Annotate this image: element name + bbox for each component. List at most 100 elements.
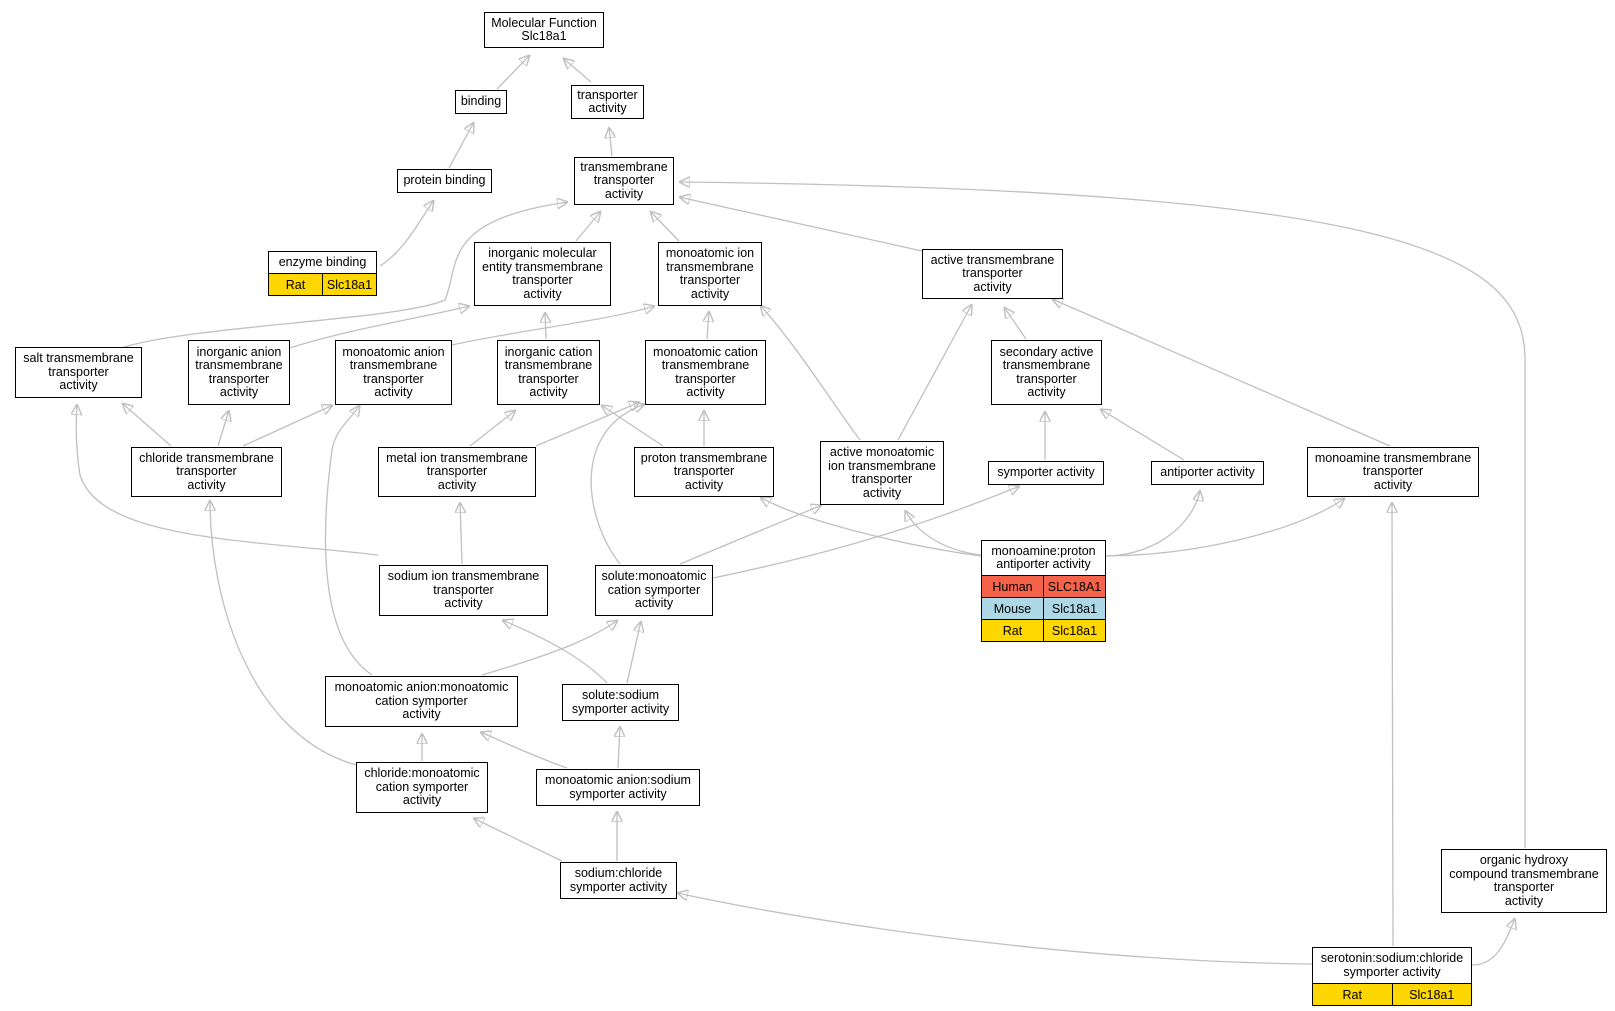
node-symporter[interactable]: symporter activity [988,461,1104,485]
node-salt-transmembrane[interactable]: salt transmembrane transporter activity [15,347,142,398]
edge-anion-sodium-to-solute-sodium [618,726,620,769]
edge-monoamine-transmembrane-to-active-transmembrane [1052,299,1391,447]
node-metal-ion[interactable]: metal ion transmembrane transporter acti… [378,447,536,497]
node-monoatomic-cation[interactable]: monoatomic cation transmembrane transpor… [645,340,766,405]
edge-serotonin-to-organic-hydroxy [1471,918,1515,966]
species-row: Rat Slc18a1 [982,619,1105,641]
node-label: protein binding [403,173,486,188]
edge-chloride-cation-to-chloride-transmembrane [210,500,357,766]
edge-inorganic-anion-to-inorganic-molecular [289,306,470,349]
species-row: Rat Slc18a1 [1313,983,1471,1005]
node-label: serotonin:sodium:chloride symporter acti… [1320,951,1464,979]
species-cell: Rat [982,620,1043,641]
node-chloride-transmembrane[interactable]: chloride transmembrane transporter activ… [131,447,282,497]
edge-sodium-ion-to-metal-ion [460,502,462,565]
species-row: Mouse Slc18a1 [982,597,1105,619]
node-label: proton transmembrane transporter activit… [640,450,768,492]
edge-monoatomic-cation-to-monoatomic-ion [707,311,709,340]
edge-monoamine-proton-to-monoamine-transmembrane [1105,498,1345,557]
edge-antiporter-to-secondary-active [1100,409,1185,461]
gene-cell: SLC18A1 [1043,576,1105,597]
edge-monoatomic-ion-to-transmembrane [650,211,680,242]
node-label: monoatomic anion transmembrane transport… [342,344,445,399]
species-cell: Rat [1313,984,1392,1005]
node-sodium-chloride[interactable]: sodium:chloride symporter activity [560,862,677,899]
edge-transmembrane-to-transporter-activity [609,127,612,157]
node-label: monoamine transmembrane transporter acti… [1314,450,1472,492]
node-root[interactable]: Molecular Function Slc18a1 [484,12,604,48]
edge-enzyme-binding-to-protein-binding [379,200,434,267]
edge-monoamine-proton-to-proton [760,497,982,557]
species-cell: Human [982,576,1043,597]
edge-serotonin-to-sodium-chloride [677,893,1313,965]
node-active-monoatomic-ion[interactable]: active monoatomic ion transmembrane tran… [820,441,944,505]
node-label: sodium ion transmembrane transporter act… [387,569,540,611]
edge-solute-sodium-to-solute-monoatomic-cation [626,621,641,684]
node-label: chloride:monoatomic cation symporter act… [364,766,480,808]
node-transporter-activity[interactable]: transporter activity [571,85,644,119]
node-monoatomic-anion-cation[interactable]: monoatomic anion:monoatomic cation sympo… [325,676,518,727]
edge-metal-ion-to-inorganic-cation [469,410,516,447]
node-monoatomic-ion[interactable]: monoatomic ion transmembrane transporter… [658,242,762,306]
edge-anion-cation-to-monoatomic-anion [324,405,373,676]
edge-monoatomic-anion-to-monoatomic-ion [451,306,655,346]
gene-cell: Slc18a1 [1043,598,1105,619]
node-label: active monoatomic ion transmembrane tran… [828,445,936,500]
node-label: monoamine:proton antiporter activity [991,543,1096,571]
node-antiporter[interactable]: antiporter activity [1151,461,1264,485]
edge-proton-to-inorganic-cation [601,405,664,447]
node-label: transmembrane transporter activity [580,159,668,201]
node-secondary-active[interactable]: secondary active transmembrane transport… [991,340,1102,405]
node-monoatomic-anion[interactable]: monoatomic anion transmembrane transport… [335,340,452,405]
edge-anion-sodium-to-anion-cation [480,732,568,769]
node-label: monoatomic anion:sodium symporter activi… [545,773,691,801]
node-sodium-ion[interactable]: sodium ion transmembrane transporter act… [379,565,548,616]
node-chloride-monoatomic-cation[interactable]: chloride:monoatomic cation symporter act… [356,762,488,813]
node-label: binding [460,94,502,109]
node-proton-transmembrane[interactable]: proton transmembrane transporter activit… [634,447,774,497]
gene-cell: Slc18a1 [1391,984,1471,1005]
node-solute-monoatomic-cation[interactable]: solute:monoatomic cation symporter activ… [595,565,713,616]
node-solute-sodium[interactable]: solute:sodium symporter activity [562,684,679,721]
edge-inorganic-cation-to-inorganic-molecular [545,312,546,340]
edge-monoamine-proton-to-antiporter [1105,490,1200,557]
node-inorganic-cation[interactable]: inorganic cation transmembrane transport… [497,340,600,405]
node-label: transporter activity [577,87,638,115]
node-binding[interactable]: binding [455,90,507,114]
edge-salt-to-transmembrane [123,202,568,348]
node-monoatomic-anion-sodium[interactable]: monoatomic anion:sodium symporter activi… [536,769,700,806]
edge-solute-monoatomic-cation-to-symporter [712,486,1020,579]
node-label: secondary active transmembrane transport… [999,344,1094,399]
node-label: monoatomic anion:monoatomic cation sympo… [334,680,509,722]
edge-solute-monoatomic-cation-to-monoatomic-cation [590,404,645,565]
species-cell: Rat [269,274,322,295]
node-active-transmembrane[interactable]: active transmembrane transporter activit… [922,249,1063,299]
node-label: Molecular Function Slc18a1 [491,15,597,43]
node-label: symporter activity [997,465,1095,480]
species-cell: Mouse [982,598,1043,619]
node-protein-binding[interactable]: protein binding [397,169,492,193]
node-serotonin[interactable]: serotonin:sodium:chloride symporter acti… [1312,947,1472,1006]
node-label: inorganic anion transmembrane transporte… [195,344,283,399]
node-label: sodium:chloride symporter activity [569,866,668,894]
edge-chloride-to-monoatomic-anion [242,405,333,447]
node-transmembrane-transporter[interactable]: transmembrane transporter activity [574,157,674,205]
node-label: inorganic molecular entity transmembrane… [482,246,603,301]
node-inorganic-molecular[interactable]: inorganic molecular entity transmembrane… [474,242,611,306]
node-inorganic-anion[interactable]: inorganic anion transmembrane transporte… [188,340,290,405]
edge-protein-binding-to-binding [448,122,474,169]
node-enzyme-binding[interactable]: enzyme binding Rat Slc18a1 [268,251,377,296]
edge-solute-monoatomic-cation-to-active-monoatomic-ion [679,505,822,565]
edge-monoamine-proton-to-active-monoatomic-ion [905,510,982,556]
node-monoamine-proton[interactable]: monoamine:proton antiporter activity Hum… [981,540,1106,642]
node-label: monoatomic cation transmembrane transpor… [653,344,758,399]
edge-binding-to-root [563,58,592,83]
edge-organic-hydroxy-to-transmembrane [679,182,1526,849]
node-label: active transmembrane transporter activit… [930,252,1055,294]
node-monoamine-transmembrane[interactable]: monoamine transmembrane transporter acti… [1307,447,1479,497]
node-organic-hydroxy[interactable]: organic hydroxy compound transmembrane t… [1441,849,1607,913]
node-label: salt transmembrane transporter activity [23,351,134,393]
species-row: Rat Slc18a1 [269,273,376,295]
